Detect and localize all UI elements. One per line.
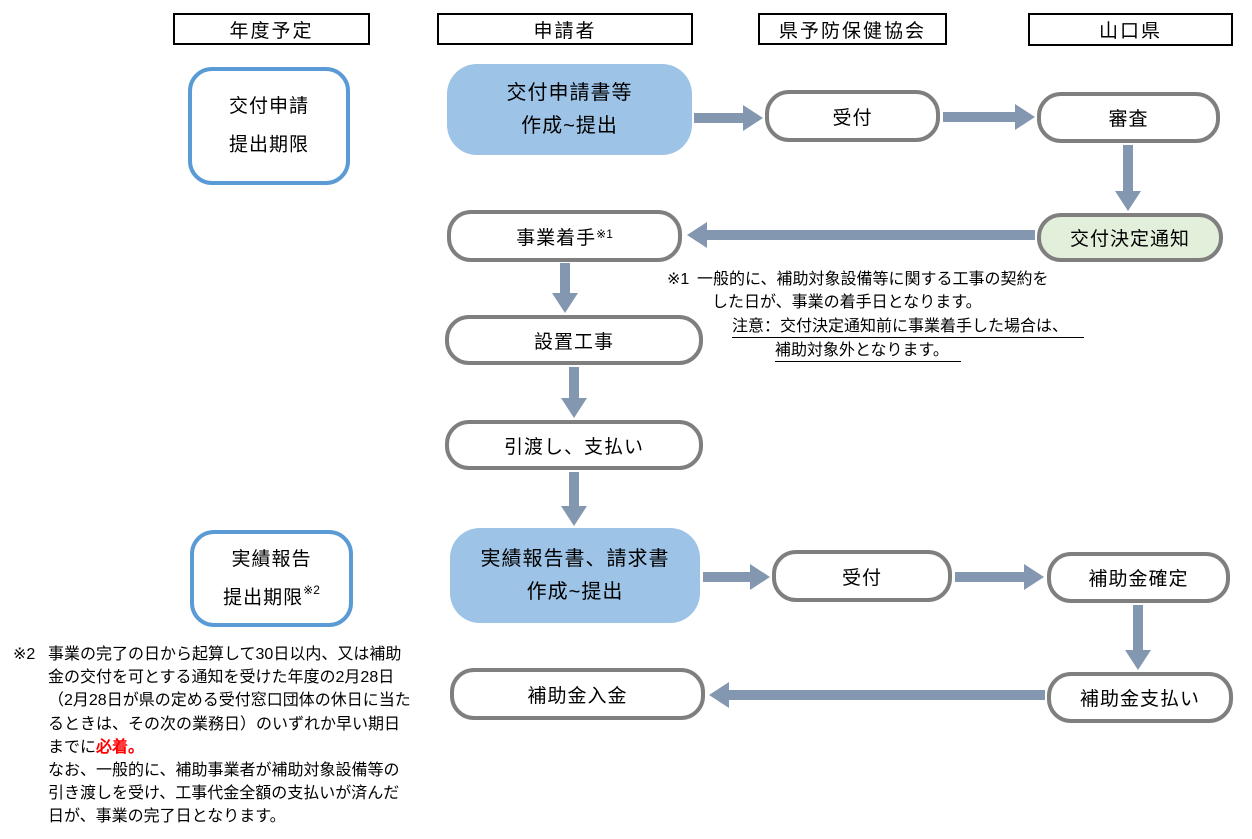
node-line: 作成~提出	[521, 114, 618, 137]
node-report-invoice: 実績報告書、請求書 作成~提出	[450, 528, 700, 623]
note-2-line: なお、一般的に、補助事業者が補助対象設備等の	[48, 762, 400, 780]
arrow-reception1-to-review	[943, 104, 1035, 130]
node-grant-decision-notice: 交付決定通知	[1037, 213, 1223, 262]
node-line: 作成~提出	[526, 580, 624, 603]
column-header-association: 県予防保健協会	[758, 13, 947, 45]
node-review: 審査	[1037, 92, 1220, 143]
schedule-box-report-deadline: 実績報告 提出期限※2	[190, 530, 353, 627]
column-header-applicant: 申請者	[437, 13, 693, 45]
arrow-review-to-decision	[1115, 145, 1141, 211]
arrow-report-to-reception2	[703, 564, 770, 590]
node-handover-payment: 引渡し、支払い	[445, 420, 703, 470]
note-2-line: 金の交付を可とする通知を受けた年度の2月28日	[48, 669, 395, 687]
arrow-handover-to-report	[561, 472, 587, 526]
arrow-start-to-construction	[552, 263, 578, 313]
node-project-start: 事業着手※1	[447, 210, 682, 262]
schedule-box-line: 実績報告	[231, 548, 312, 570]
column-header-schedule: 年度予定	[173, 13, 370, 45]
note-2-line: （2月28日が県の定める受付窓口団体の休日に当た	[48, 692, 411, 710]
note-2-line: るときは、その次の業務日）のいずれか早い期日	[48, 715, 401, 733]
schedule-box-line: 交付申請	[228, 96, 309, 118]
note-2-red-text: 必着。	[96, 738, 145, 756]
note-1-line-4: 補助対象外となります。	[775, 341, 961, 362]
node-line: 交付申請書等	[506, 81, 633, 104]
note-2-line: 日が、事業の完了日となります。	[48, 808, 286, 826]
node-reception-1: 受付	[765, 90, 940, 142]
column-header-prefecture: 山口県	[1028, 13, 1233, 46]
node-subsidy-deposit: 補助金入金	[450, 668, 705, 720]
note-2-line: までに必着。	[48, 738, 145, 756]
note-2-line: 引き渡しを受け、工事代金全額の支払いが済んだ	[48, 785, 400, 803]
arrow-payment-to-deposit	[709, 682, 1045, 708]
schedule-box-line: 提出期限	[228, 134, 309, 156]
arrow-construction-to-handover	[561, 367, 587, 418]
node-apply-documents: 交付申請書等 作成~提出	[447, 64, 692, 155]
arrow-apply-to-reception1	[694, 105, 763, 131]
node-subsidy-confirmation: 補助金確定	[1047, 552, 1230, 603]
schedule-box-application-deadline: 交付申請 提出期限	[188, 67, 350, 185]
note-1-line-3: 注意：交付決定通知前に事業着手した場合は、	[732, 317, 1085, 338]
node-subsidy-payment: 補助金支払い	[1047, 672, 1233, 723]
arrow-confirmation-to-payment	[1125, 605, 1151, 670]
node-installation-work: 設置工事	[445, 315, 703, 365]
note-1-line-2: した日が、事業の着手日となります。	[712, 294, 982, 311]
arrow-decision-to-start	[687, 222, 1035, 248]
node-line: 実績報告書、請求書	[480, 547, 670, 570]
schedule-box-line: 提出期限※2	[223, 582, 320, 609]
arrow-reception2-to-confirmation	[955, 564, 1044, 590]
node-reception-2: 受付	[772, 550, 952, 602]
